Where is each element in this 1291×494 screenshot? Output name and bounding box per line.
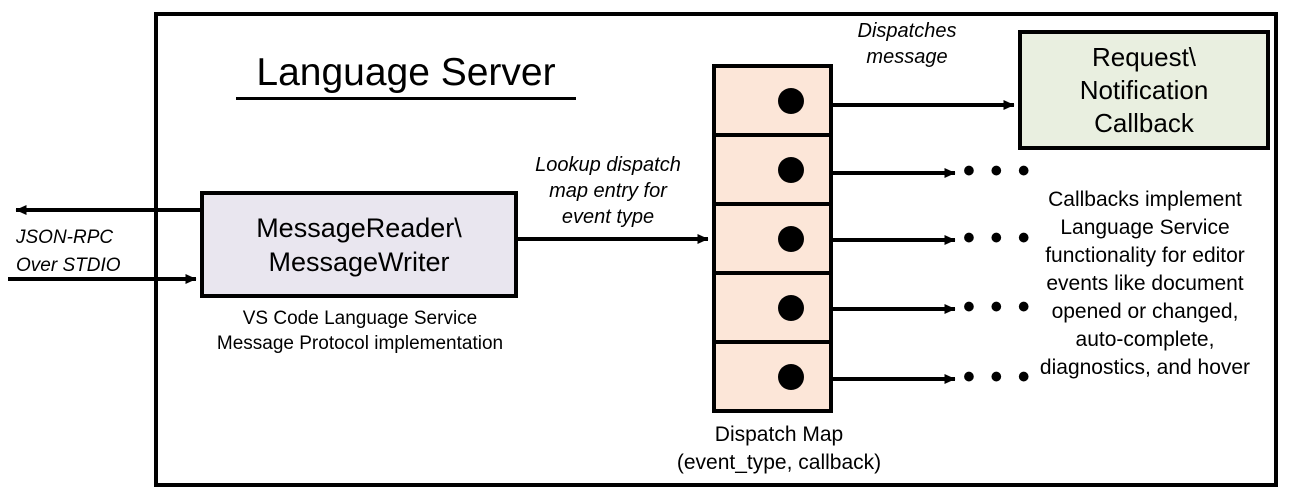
dispatch-row-2-ellipsis: • • • [963, 152, 1033, 190]
dispatch-map-row[interactable] [716, 206, 829, 275]
dispatch-map-row[interactable] [716, 137, 829, 206]
callback-node-caption: Callbacks implement Language Service fun… [1006, 186, 1284, 382]
dispatch-entry-dot-icon [778, 294, 804, 321]
lookup-label-line-3: event type [561, 206, 655, 228]
transport-label-line-2: Over STDIO [16, 255, 121, 276]
dispatch-map-caption-line-2: (event_type, callback) [676, 451, 882, 474]
dispatch-entry-dot-icon [778, 156, 804, 183]
dispatch-map-caption-line-1: Dispatch Map [714, 423, 844, 446]
dispatch-map-row[interactable] [716, 68, 829, 137]
message-node-caption-line-2: Message Protocol implementation [216, 333, 504, 354]
callback-caption-line-6: auto-complete, [1075, 328, 1215, 351]
callback-caption-line-2: Language Service [1060, 216, 1230, 239]
dispatch-entry-dot-icon [778, 363, 804, 390]
callback-node-line-2: Notification [1079, 74, 1209, 105]
message-reader-writer-node[interactable]: MessageReader\ MessageWriter [200, 191, 518, 298]
message-node-caption-line-1: VS Code Language Service [242, 308, 478, 329]
dispatch-entry-dot-icon [778, 87, 804, 114]
transport-label-line-1: JSON-RPC [16, 227, 114, 248]
dispatch-map-row[interactable] [716, 275, 829, 344]
dispatches-message-label: Dispatches message [832, 18, 982, 70]
message-node-caption: VS Code Language Service Message Protoco… [188, 306, 532, 356]
dispatch-map-row[interactable] [716, 344, 829, 409]
lookup-dispatch-label: Lookup dispatch map entry for event type [515, 152, 701, 230]
dispatch-map-table[interactable] [712, 64, 833, 413]
callback-caption-line-7: diagnostics, and hover [1039, 356, 1251, 379]
message-node-line-2: MessageWriter [268, 246, 450, 277]
callback-caption-line-5: opened or changed, [1051, 300, 1239, 323]
callback-node-line-3: Callback [1094, 107, 1194, 138]
message-node-line-1: MessageReader\ [256, 212, 462, 243]
diagram-title: Language Server [236, 50, 576, 100]
dispatch-map-caption: Dispatch Map (event_type, callback) [648, 421, 910, 477]
callback-caption-line-1: Callbacks implement [1048, 188, 1242, 211]
dispatches-label-line-1: Dispatches [857, 20, 957, 42]
lookup-label-line-2: map entry for [549, 180, 667, 202]
dispatches-label-line-2: message [866, 46, 948, 68]
dispatch-entry-dot-icon [778, 225, 804, 252]
request-notification-callback-node[interactable]: Request\ Notification Callback [1018, 30, 1270, 150]
transport-label: JSON-RPC Over STDIO [16, 224, 164, 280]
callback-caption-line-3: functionality for editor [1045, 244, 1245, 267]
callback-node-line-1: Request\ [1091, 41, 1197, 72]
lookup-label-line-1: Lookup dispatch [535, 154, 681, 176]
callback-caption-line-4: events like document [1046, 272, 1244, 295]
language-server-boundary [154, 12, 1278, 487]
